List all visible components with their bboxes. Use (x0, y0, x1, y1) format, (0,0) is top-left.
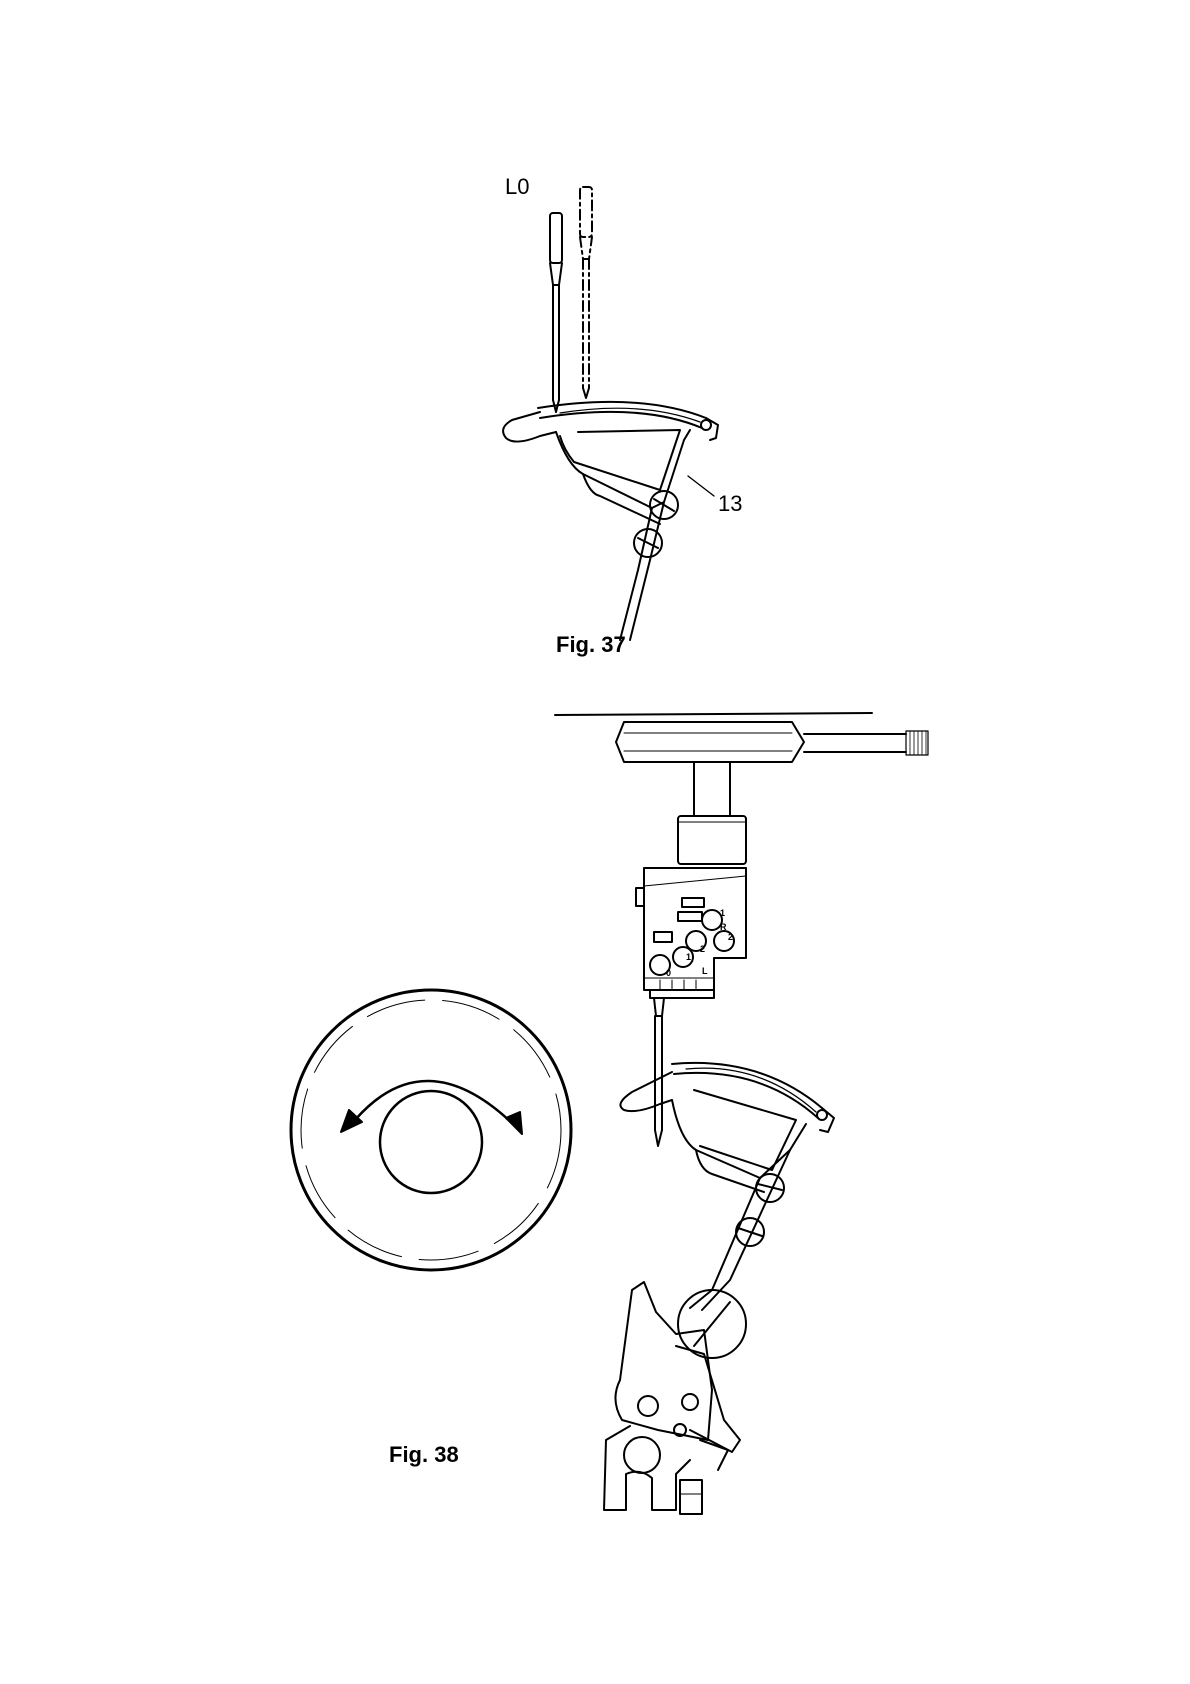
clamp-markings: 1 R 2 2 1 0 L (666, 908, 733, 978)
mark-r-letter: R (720, 922, 727, 932)
hand-wheel (291, 990, 571, 1270)
fig38-drawing (291, 713, 928, 1514)
needle-bar (678, 762, 746, 864)
needle-fig38 (654, 998, 664, 1146)
mark-r2: 2 (728, 932, 733, 942)
mark-l-letter: L (702, 966, 708, 976)
part-number-label: 13 (718, 491, 742, 517)
fig37-drawing (503, 187, 718, 640)
curved-guide (538, 402, 718, 440)
figure-37-caption: Fig. 37 (556, 632, 626, 658)
mark-l2: 2 (700, 944, 705, 954)
mark-r1: 1 (720, 908, 725, 918)
mark-l1: 1 (686, 952, 691, 962)
lower-holder (604, 1282, 746, 1514)
needle-guard-13 (503, 412, 714, 640)
rotation-arrows-icon (341, 1081, 522, 1134)
needle-guard-fig38 (620, 1063, 834, 1310)
mark-l0: 0 (666, 968, 671, 978)
upper-shaft (616, 722, 928, 762)
figure-38-caption: Fig. 38 (389, 1442, 459, 1468)
needle-solid (550, 213, 562, 412)
needle-position-label: L0 (505, 174, 529, 200)
needle-dashed (580, 187, 592, 388)
